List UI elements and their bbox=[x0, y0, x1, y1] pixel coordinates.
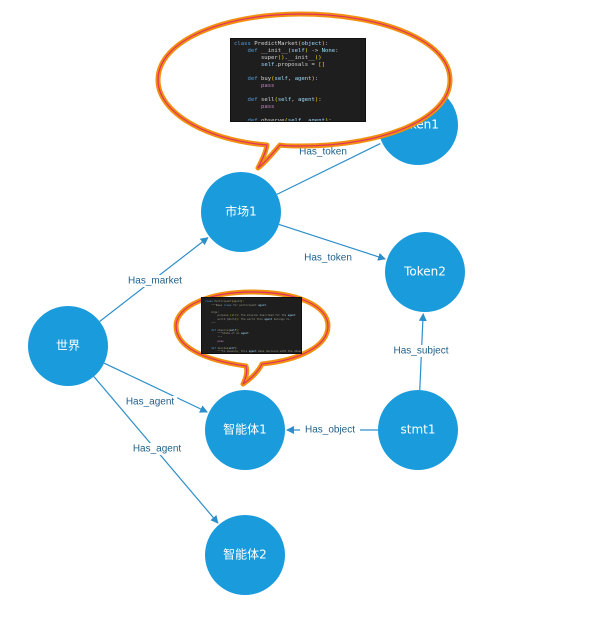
code-line: """State of an agent bbox=[205, 332, 249, 336]
node-circle[interactable] bbox=[378, 390, 458, 470]
node-circle[interactable] bbox=[385, 232, 465, 312]
code-line: """ bbox=[205, 335, 223, 339]
edge-label-has-subject: Has_subject bbox=[393, 346, 448, 357]
edge-world-agent1 bbox=[103, 362, 208, 413]
edge-label-has-token: Has_token bbox=[304, 253, 352, 264]
code-line: class Participant(Agent): bbox=[205, 300, 245, 303]
node-circle[interactable] bbox=[205, 390, 285, 470]
edge-label-has-object: Has_object bbox=[305, 425, 355, 436]
code-snippet-predict-market: class PredictMarket(object): def __init_… bbox=[230, 38, 366, 122]
node-agent1[interactable]: 智能体1 bbox=[205, 390, 285, 470]
callout-bubble-market-inner-stroke bbox=[157, 13, 451, 169]
node-agent2[interactable]: 智能体2 bbox=[205, 515, 285, 595]
code-line bbox=[234, 111, 362, 118]
code-line: def buy(self, agent): bbox=[247, 76, 319, 82]
nodes-layer: 世界市场1Token1Token2智能体1智能体2stmt1 bbox=[28, 85, 465, 595]
code-line: pass bbox=[260, 104, 275, 110]
code-line bbox=[234, 90, 362, 97]
edge-label-background bbox=[122, 396, 178, 408]
code-line: self.proposals = [] bbox=[260, 62, 325, 68]
node-world[interactable]: 世界 bbox=[28, 306, 108, 386]
node-label: Token2 bbox=[403, 265, 446, 279]
code-line: super().__init__() bbox=[234, 55, 322, 61]
edge-label-background bbox=[125, 275, 185, 287]
edges-layer: Has_marketHas_tokenHas_tokenHas_agentHas… bbox=[93, 142, 454, 524]
edge-label-has-agent: Has_agent bbox=[126, 397, 175, 408]
code-line: """Base class for participant agent. bbox=[205, 303, 268, 307]
edge-market1-token1 bbox=[276, 142, 381, 195]
edge-label-has-agent: Has_agent bbox=[133, 444, 182, 455]
code-line: def decide(self): bbox=[211, 346, 238, 350]
node-label: 智能体1 bbox=[223, 422, 267, 437]
edge-label-background bbox=[129, 443, 185, 455]
code-line: def sell(self, agent): bbox=[247, 97, 322, 103]
code-line: Args: bbox=[205, 310, 220, 314]
node-label: 世界 bbox=[56, 339, 80, 353]
edge-label-background bbox=[300, 252, 356, 264]
code-line: class PredictMarket(object): bbox=[234, 41, 329, 47]
code-line: """In essence, this agent make decision … bbox=[205, 350, 301, 354]
node-label: stmt1 bbox=[401, 423, 436, 437]
code-line: def observe(self): bbox=[211, 328, 240, 332]
node-label: 智能体2 bbox=[223, 547, 267, 562]
code-line: pass bbox=[260, 83, 275, 89]
node-label: 市场1 bbox=[225, 204, 257, 219]
node-token2[interactable]: Token2 bbox=[385, 232, 465, 312]
code-line: world (World): The world this agent belo… bbox=[205, 317, 291, 321]
code-snippet-participant: class Participant(Agent): """Base class … bbox=[201, 297, 302, 354]
node-market1[interactable]: 市场1 bbox=[201, 172, 281, 252]
edge-market1-token2 bbox=[278, 223, 387, 261]
edge-label-has-token: Has_token bbox=[299, 147, 347, 158]
node-circle[interactable] bbox=[201, 172, 281, 252]
callout-bubble-agent-inner-stroke bbox=[175, 291, 329, 385]
node-circle[interactable] bbox=[28, 306, 108, 386]
code-line: def __init__(self) -> None: bbox=[247, 48, 339, 54]
edge-label-background bbox=[300, 424, 360, 436]
node-circle[interactable] bbox=[205, 515, 285, 595]
code-line: """ bbox=[205, 321, 216, 325]
code-line bbox=[234, 69, 362, 76]
code-line: pass bbox=[217, 339, 224, 343]
code-line: def observe(self, agent): bbox=[247, 118, 332, 122]
node-stmt1[interactable]: stmt1 bbox=[378, 390, 458, 470]
edge-label-has-market: Has_market bbox=[128, 276, 182, 287]
code-line: purpose (str): The mission described for… bbox=[205, 314, 296, 318]
edge-label-background bbox=[295, 146, 351, 158]
edge-label-background bbox=[388, 345, 454, 357]
